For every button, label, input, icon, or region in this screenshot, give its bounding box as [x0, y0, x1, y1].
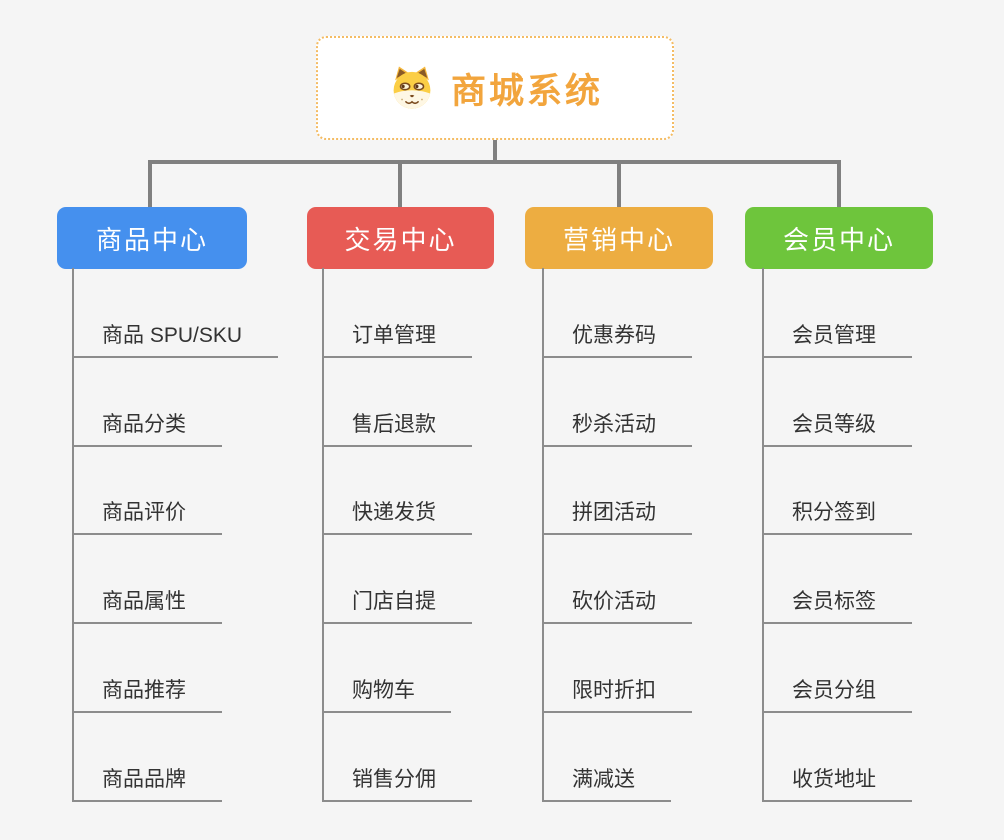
- leaf-node[interactable]: 积分签到: [762, 499, 912, 535]
- leaf-node[interactable]: 收货地址: [762, 766, 912, 802]
- branch-header-trade[interactable]: 交易中心: [307, 207, 494, 269]
- leaf-node[interactable]: 快递发货: [322, 499, 472, 535]
- leaf-node[interactable]: 满减送: [542, 766, 671, 802]
- leaf-node[interactable]: 商品品牌: [72, 766, 222, 802]
- branch-header-marketing[interactable]: 营销中心: [525, 207, 713, 269]
- leaf-node[interactable]: 会员等级: [762, 411, 912, 447]
- branch-column-member: 会员管理 会员等级 积分签到 会员标签 会员分组 收货地址: [762, 268, 1004, 802]
- connector-line: [493, 140, 497, 164]
- leaf-node[interactable]: 商品推荐: [72, 677, 222, 713]
- connector-line: [837, 160, 841, 207]
- leaf-node[interactable]: 砍价活动: [542, 588, 692, 624]
- leaf-node[interactable]: 售后退款: [322, 411, 472, 447]
- branch-header-product[interactable]: 商品中心: [57, 207, 247, 269]
- branch-column-marketing: 优惠券码 秒杀活动 拼团活动 砍价活动 限时折扣 满减送: [542, 268, 822, 802]
- branch-column-product: 商品 SPU/SKU 商品分类 商品评价 商品属性 商品推荐 商品品牌: [72, 268, 352, 802]
- leaf-node[interactable]: 秒杀活动: [542, 411, 692, 447]
- leaf-node[interactable]: 商品属性: [72, 588, 222, 624]
- root-node[interactable]: 商城系统: [316, 36, 674, 140]
- leaf-node[interactable]: 会员管理: [762, 322, 912, 358]
- leaf-node[interactable]: 门店自提: [322, 588, 472, 624]
- leaf-node[interactable]: 订单管理: [322, 322, 472, 358]
- connector-line: [148, 160, 841, 164]
- leaf-node[interactable]: 拼团活动: [542, 499, 692, 535]
- dog-icon: [393, 66, 431, 109]
- leaf-node[interactable]: 销售分佣: [322, 766, 472, 802]
- leaf-node[interactable]: 优惠券码: [542, 322, 692, 358]
- connector-line: [617, 160, 621, 207]
- branch-header-member[interactable]: 会员中心: [745, 207, 933, 269]
- leaf-node[interactable]: 会员标签: [762, 588, 912, 624]
- leaf-node[interactable]: 商品 SPU/SKU: [72, 322, 279, 358]
- leaf-node[interactable]: 商品分类: [72, 411, 222, 447]
- connector-line: [398, 160, 402, 207]
- root-label: 商城系统: [450, 71, 603, 111]
- connector-line: [148, 160, 152, 207]
- branch-column-trade: 订单管理 售后退款 快递发货 门店自提 购物车 销售分佣: [322, 268, 602, 802]
- leaf-node[interactable]: 会员分组: [762, 677, 912, 713]
- leaf-node[interactable]: 限时折扣: [542, 677, 692, 713]
- leaf-node[interactable]: 购物车: [322, 677, 451, 713]
- leaf-node[interactable]: 商品评价: [72, 499, 222, 535]
